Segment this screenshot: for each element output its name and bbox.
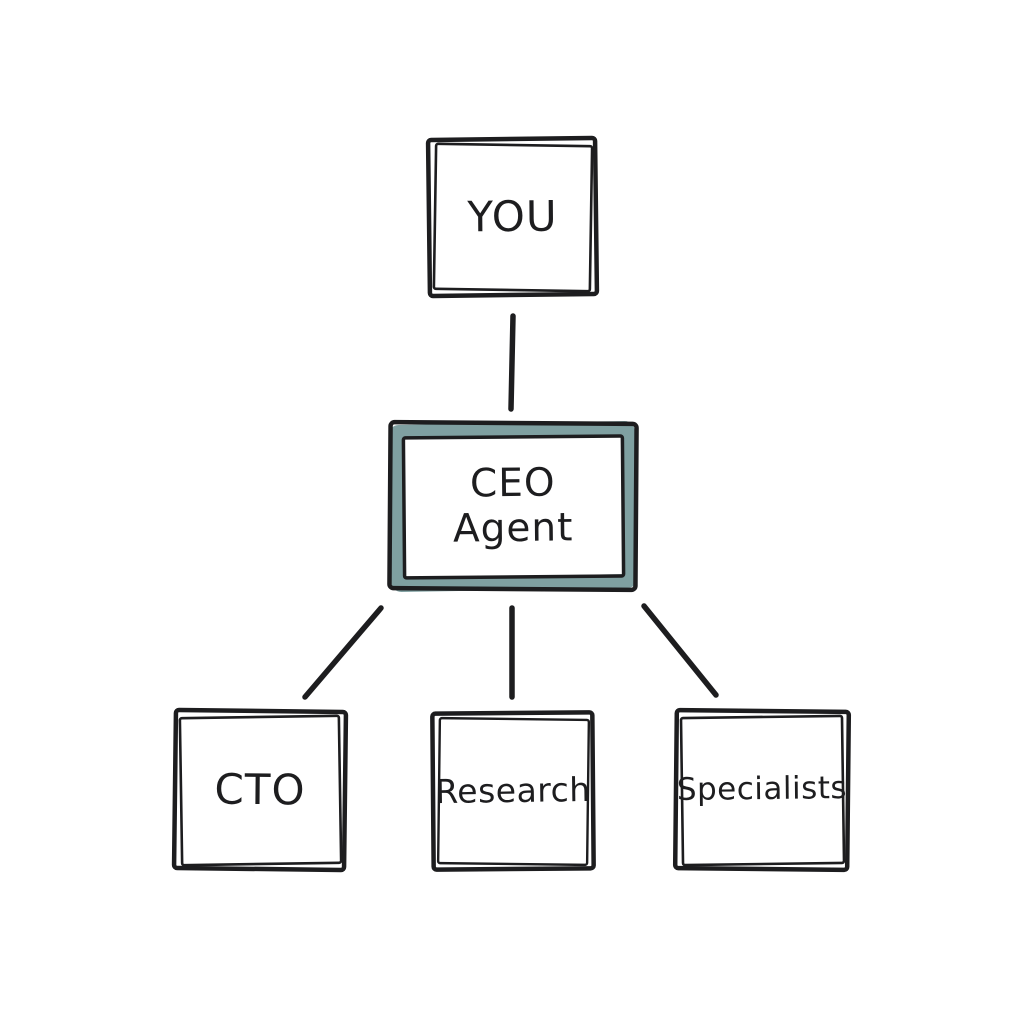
connector-you-to-ceo <box>508 313 516 412</box>
node-you-border <box>425 135 600 299</box>
node-research: Research <box>432 712 594 870</box>
node-you: YOU <box>428 138 596 295</box>
node-you-label: YOU <box>467 191 558 242</box>
node-research-border <box>430 710 596 872</box>
connector-ceo-to-specialists <box>641 603 719 698</box>
node-specialists-label: Specialists <box>676 770 848 809</box>
node-specialists-border <box>672 707 852 873</box>
node-ceo-label-line1: CEO <box>469 460 556 507</box>
node-cto: CTO <box>174 710 345 869</box>
node-specialists: Specialists <box>675 710 849 870</box>
node-research-label: Research <box>435 769 591 812</box>
connector-ceo-to-cto <box>302 605 384 700</box>
node-cto-label: CTO <box>214 764 306 815</box>
node-ceo-border <box>387 419 639 593</box>
node-cto-border <box>171 707 349 873</box>
node-ceo-agent: CEO Agent <box>391 424 635 590</box>
node-ceo-label-line2: Agent <box>452 504 574 552</box>
